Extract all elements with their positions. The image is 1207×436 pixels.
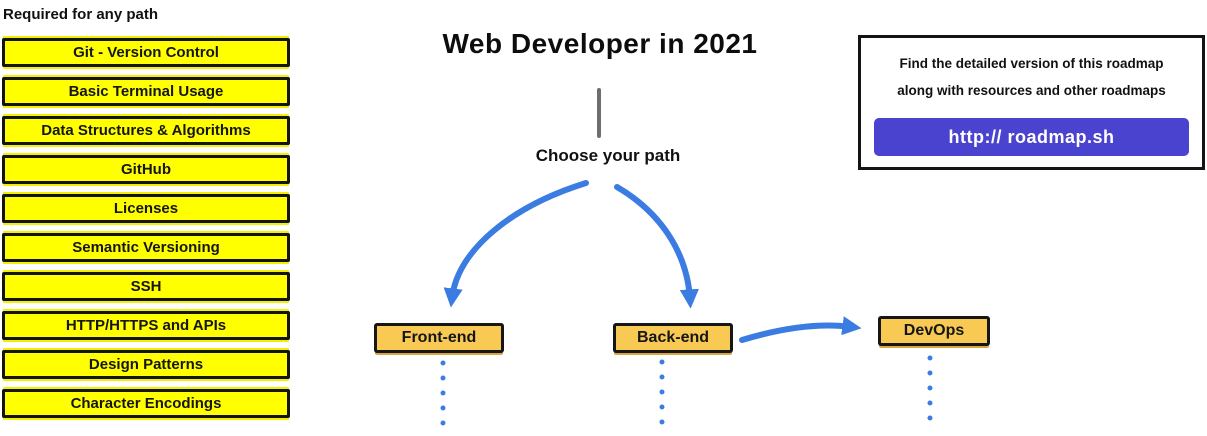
required-item-github[interactable]: GitHub [2,155,290,184]
required-item-dsa[interactable]: Data Structures & Algorithms [2,116,290,145]
node-devops[interactable]: DevOps [878,316,990,346]
required-path-title: Required for any path [3,6,159,23]
required-item-http[interactable]: HTTP/HTTPS and APIs [2,311,290,340]
required-item-semver[interactable]: Semantic Versioning [2,233,290,262]
node-back-end[interactable]: Back-end [613,323,733,353]
roadmap-sh-link-button[interactable]: http:// roadmap.sh [874,118,1189,156]
info-line-2: along with resources and other roadmaps [897,83,1166,98]
arrow-to-backend [614,184,699,309]
arrow-to-frontend [443,180,589,308]
required-item-design-patterns[interactable]: Design Patterns [2,350,290,379]
page-title: Web Developer in 2021 [442,28,758,59]
required-path-list: Git - Version Control Basic Terminal Usa… [2,38,290,418]
info-line-1: Find the detailed version of this roadma… [899,56,1164,71]
required-item-ssh[interactable]: SSH [2,272,290,301]
arrow-to-devops [739,316,862,343]
choose-path-label: Choose your path [535,146,681,165]
required-item-encodings[interactable]: Character Encodings [2,389,290,418]
node-front-end[interactable]: Front-end [374,323,504,353]
required-item-licenses[interactable]: Licenses [2,194,290,223]
required-item-git[interactable]: Git - Version Control [2,38,290,67]
stem-line [597,88,601,138]
required-item-terminal[interactable]: Basic Terminal Usage [2,77,290,106]
info-box: Find the detailed version of this roadma… [858,35,1205,170]
